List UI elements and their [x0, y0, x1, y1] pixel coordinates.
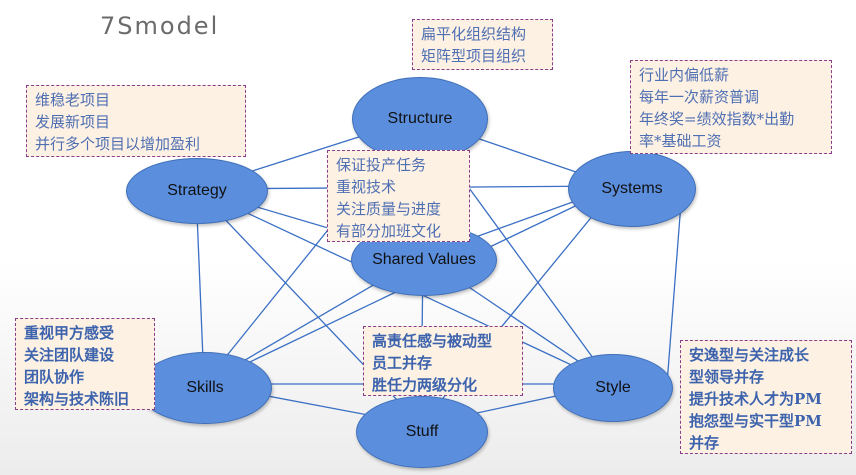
- note-shared-values: 保证投产任务 重视技术 关注质量与进度 有部分加班文化: [327, 150, 470, 242]
- node-stuff[interactable]: Stuff: [356, 396, 488, 468]
- note-systems: 行业内偏低薪 每年一次薪资普调 年终奖=绩效指数*出勤 率*基础工资: [630, 60, 832, 154]
- node-structure[interactable]: Structure: [352, 77, 488, 161]
- node-skills[interactable]: Skills: [138, 352, 272, 424]
- note-line: 保证投产任务: [336, 156, 427, 174]
- note-line: 关注团队建设: [24, 346, 115, 364]
- node-stuff-label: Stuff: [405, 423, 439, 440]
- note-line: 发展新项目: [35, 113, 111, 131]
- node-strategy[interactable]: Strategy: [126, 158, 268, 224]
- line-systems-style: [666, 189, 683, 385]
- diagram-title: 7Smodel: [100, 12, 220, 40]
- note-line: 高责任感与被动型: [372, 332, 493, 350]
- note-style: 安逸型与关注成长 型领导并存 提升技术人才为PM 抱怨型与实干型PM 并存: [680, 340, 852, 454]
- note-line: 型领导并存: [689, 368, 765, 386]
- note-line: 抱怨型与实干型PM: [689, 412, 822, 430]
- node-systems[interactable]: Systems: [568, 151, 696, 227]
- node-strategy-label: Strategy: [167, 182, 227, 199]
- node-style[interactable]: Style: [553, 354, 673, 422]
- note-line: 提升技术人才为PM: [689, 390, 822, 408]
- note-strategy: 维稳老项目 发展新项目 并行多个项目以增加盈利: [26, 85, 246, 157]
- note-line: 胜任力两级分化: [372, 376, 478, 394]
- note-line: 有部分加班文化: [336, 222, 442, 240]
- note-line: 重视技术: [336, 178, 397, 196]
- note-line: 每年一次薪资普调: [639, 88, 760, 106]
- node-systems-label: Systems: [601, 180, 663, 197]
- note-line: 行业内偏低薪: [639, 66, 730, 84]
- node-style-label: Style: [595, 379, 631, 396]
- note-line: 并存: [689, 434, 720, 452]
- note-line: 关注质量与进度: [336, 200, 442, 218]
- note-line: 扁平化组织结构: [421, 25, 527, 43]
- note-line: 率*基础工资: [639, 132, 722, 150]
- note-stuff: 高责任感与被动型 员工并存 胜任力两级分化: [363, 326, 523, 396]
- note-skills: 重视甲方感受 关注团队建设 团队协作 架构与技术陈旧: [15, 318, 155, 410]
- note-line: 团队协作: [24, 368, 85, 386]
- note-line: 安逸型与关注成长: [689, 346, 810, 364]
- node-structure-label: Structure: [387, 110, 453, 127]
- note-line: 维稳老项目: [35, 91, 111, 109]
- note-line: 架构与技术陈旧: [24, 390, 130, 408]
- node-skills-label: Skills: [186, 379, 224, 396]
- note-line: 员工并存: [372, 354, 433, 372]
- note-line: 年终奖=绩效指数*出勤: [639, 110, 795, 128]
- note-line: 重视甲方感受: [24, 324, 115, 342]
- note-structure: 扁平化组织结构 矩阵型项目组织: [412, 19, 553, 70]
- node-shared-values-label: Shared Values: [372, 251, 476, 268]
- note-line: 矩阵型项目组织: [421, 47, 527, 65]
- note-line: 并行多个项目以增加盈利: [35, 135, 201, 153]
